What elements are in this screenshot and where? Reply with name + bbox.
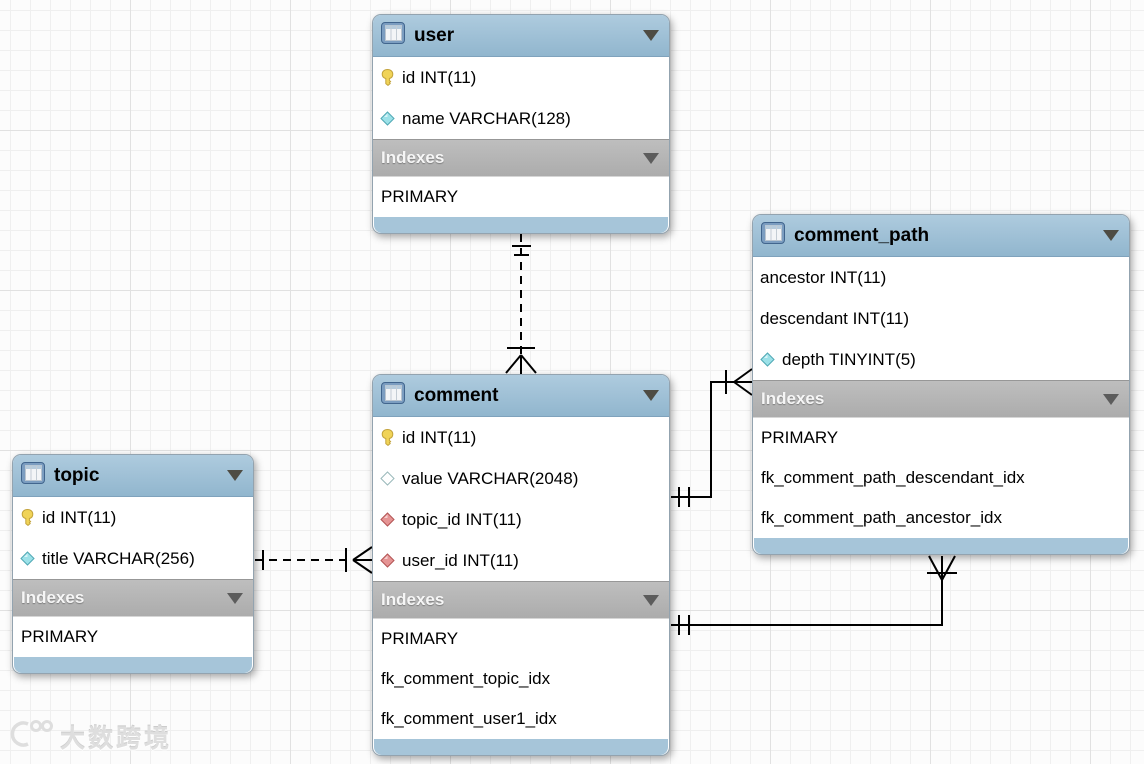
diamond-fk-icon bbox=[380, 553, 395, 568]
index-row[interactable]: fk_comment_topic_idx bbox=[373, 659, 669, 699]
table-topic[interactable]: topic id INT(11) title VARCHAR(256) Inde… bbox=[12, 454, 254, 674]
column-text: depth TINYINT(5) bbox=[782, 349, 916, 369]
column-text: id INT(11) bbox=[42, 507, 117, 527]
table-comment-header[interactable]: comment bbox=[373, 375, 669, 417]
table-title: comment_path bbox=[794, 224, 930, 246]
column-text: topic_id INT(11) bbox=[402, 509, 522, 529]
diamond-filled-icon bbox=[380, 111, 395, 126]
table-user-header[interactable]: user bbox=[373, 15, 669, 57]
indexes-section-header[interactable]: Indexes bbox=[373, 581, 669, 619]
column-row-descendant[interactable]: descendant INT(11) bbox=[753, 298, 1129, 339]
column-row-topic-id[interactable]: topic_id INT(11) bbox=[373, 499, 669, 540]
watermark: 大数跨境 bbox=[8, 718, 172, 755]
collapse-arrow-icon[interactable] bbox=[643, 594, 659, 606]
column-text: user_id INT(11) bbox=[402, 550, 519, 570]
indexes-label: Indexes bbox=[761, 389, 825, 408]
index-row[interactable]: fk_comment_path_ancestor_idx bbox=[753, 498, 1129, 538]
table-icon bbox=[761, 222, 785, 249]
column-text: ancestor INT(11) bbox=[760, 267, 887, 287]
collapse-arrow-icon[interactable] bbox=[227, 470, 243, 481]
relationship-comment-commentpath-lower[interactable] bbox=[671, 555, 957, 635]
table-title: comment bbox=[414, 384, 499, 406]
table-footer bbox=[14, 657, 252, 673]
collapse-arrow-icon[interactable] bbox=[643, 390, 659, 401]
table-footer bbox=[374, 739, 668, 755]
column-row-id[interactable]: id INT(11) bbox=[373, 417, 669, 458]
key-icon bbox=[20, 509, 35, 526]
diamond-fk-icon bbox=[380, 512, 395, 527]
indexes-label: Indexes bbox=[21, 588, 85, 607]
watermark-text: 大数跨境 bbox=[60, 724, 173, 753]
index-row[interactable]: fk_comment_user1_idx bbox=[373, 699, 669, 739]
table-comment-path[interactable]: comment_path ancestor INT(11) descendant… bbox=[752, 214, 1130, 555]
relationship-comment-commentpath-upper[interactable] bbox=[671, 368, 753, 507]
index-row[interactable]: PRIMARY bbox=[373, 619, 669, 659]
table-topic-header[interactable]: topic bbox=[13, 455, 253, 497]
indexes-section-header[interactable]: Indexes bbox=[753, 380, 1129, 418]
collapse-arrow-icon[interactable] bbox=[643, 30, 659, 41]
indexes-label: Indexes bbox=[381, 590, 445, 609]
table-icon bbox=[381, 382, 405, 409]
table-title: topic bbox=[54, 464, 100, 486]
index-row[interactable]: fk_comment_path_descendant_idx bbox=[753, 458, 1129, 498]
column-row-value[interactable]: value VARCHAR(2048) bbox=[373, 458, 669, 499]
collapse-arrow-icon[interactable] bbox=[1103, 230, 1119, 241]
table-icon bbox=[21, 462, 45, 489]
table-footer bbox=[754, 538, 1128, 554]
indexes-section-header[interactable]: Indexes bbox=[373, 139, 669, 177]
column-row-id[interactable]: id INT(11) bbox=[13, 497, 253, 538]
column-row-user-id[interactable]: user_id INT(11) bbox=[373, 540, 669, 581]
relationship-topic-comment[interactable] bbox=[255, 546, 373, 574]
column-row-name[interactable]: name VARCHAR(128) bbox=[373, 98, 669, 139]
table-comment[interactable]: comment id INT(11) value VARCHAR(2048) t… bbox=[372, 374, 670, 756]
column-row-ancestor[interactable]: ancestor INT(11) bbox=[753, 257, 1129, 298]
column-text: id INT(11) bbox=[402, 427, 477, 447]
diamond-filled-icon bbox=[760, 352, 775, 367]
index-row[interactable]: PRIMARY bbox=[753, 418, 1129, 458]
diamond-filled-icon bbox=[20, 551, 35, 566]
column-text: title VARCHAR(256) bbox=[42, 548, 195, 568]
collapse-arrow-icon[interactable] bbox=[643, 152, 659, 164]
index-row[interactable]: PRIMARY bbox=[13, 617, 253, 657]
table-title: user bbox=[414, 24, 455, 46]
table-footer bbox=[374, 217, 668, 233]
indexes-label: Indexes bbox=[381, 148, 445, 167]
index-row[interactable]: PRIMARY bbox=[373, 177, 669, 217]
indexes-section-header[interactable]: Indexes bbox=[13, 579, 253, 617]
diamond-hollow-icon bbox=[380, 471, 395, 486]
relationship-user-comment[interactable] bbox=[505, 234, 537, 374]
table-comment-path-header[interactable]: comment_path bbox=[753, 215, 1129, 257]
table-user[interactable]: user id INT(11) name VARCHAR(128) Indexe… bbox=[372, 14, 670, 234]
key-icon bbox=[380, 69, 395, 86]
column-row-id[interactable]: id INT(11) bbox=[373, 57, 669, 98]
column-row-depth[interactable]: depth TINYINT(5) bbox=[753, 339, 1129, 380]
collapse-arrow-icon[interactable] bbox=[1103, 393, 1119, 405]
key-icon bbox=[380, 429, 395, 446]
column-text: name VARCHAR(128) bbox=[402, 108, 571, 128]
column-text: descendant INT(11) bbox=[760, 308, 909, 328]
column-text: value VARCHAR(2048) bbox=[402, 468, 579, 488]
column-text: id INT(11) bbox=[402, 67, 477, 87]
column-row-title[interactable]: title VARCHAR(256) bbox=[13, 538, 253, 579]
collapse-arrow-icon[interactable] bbox=[227, 592, 243, 604]
table-icon bbox=[381, 22, 405, 49]
watermark-logo-icon bbox=[8, 718, 54, 755]
